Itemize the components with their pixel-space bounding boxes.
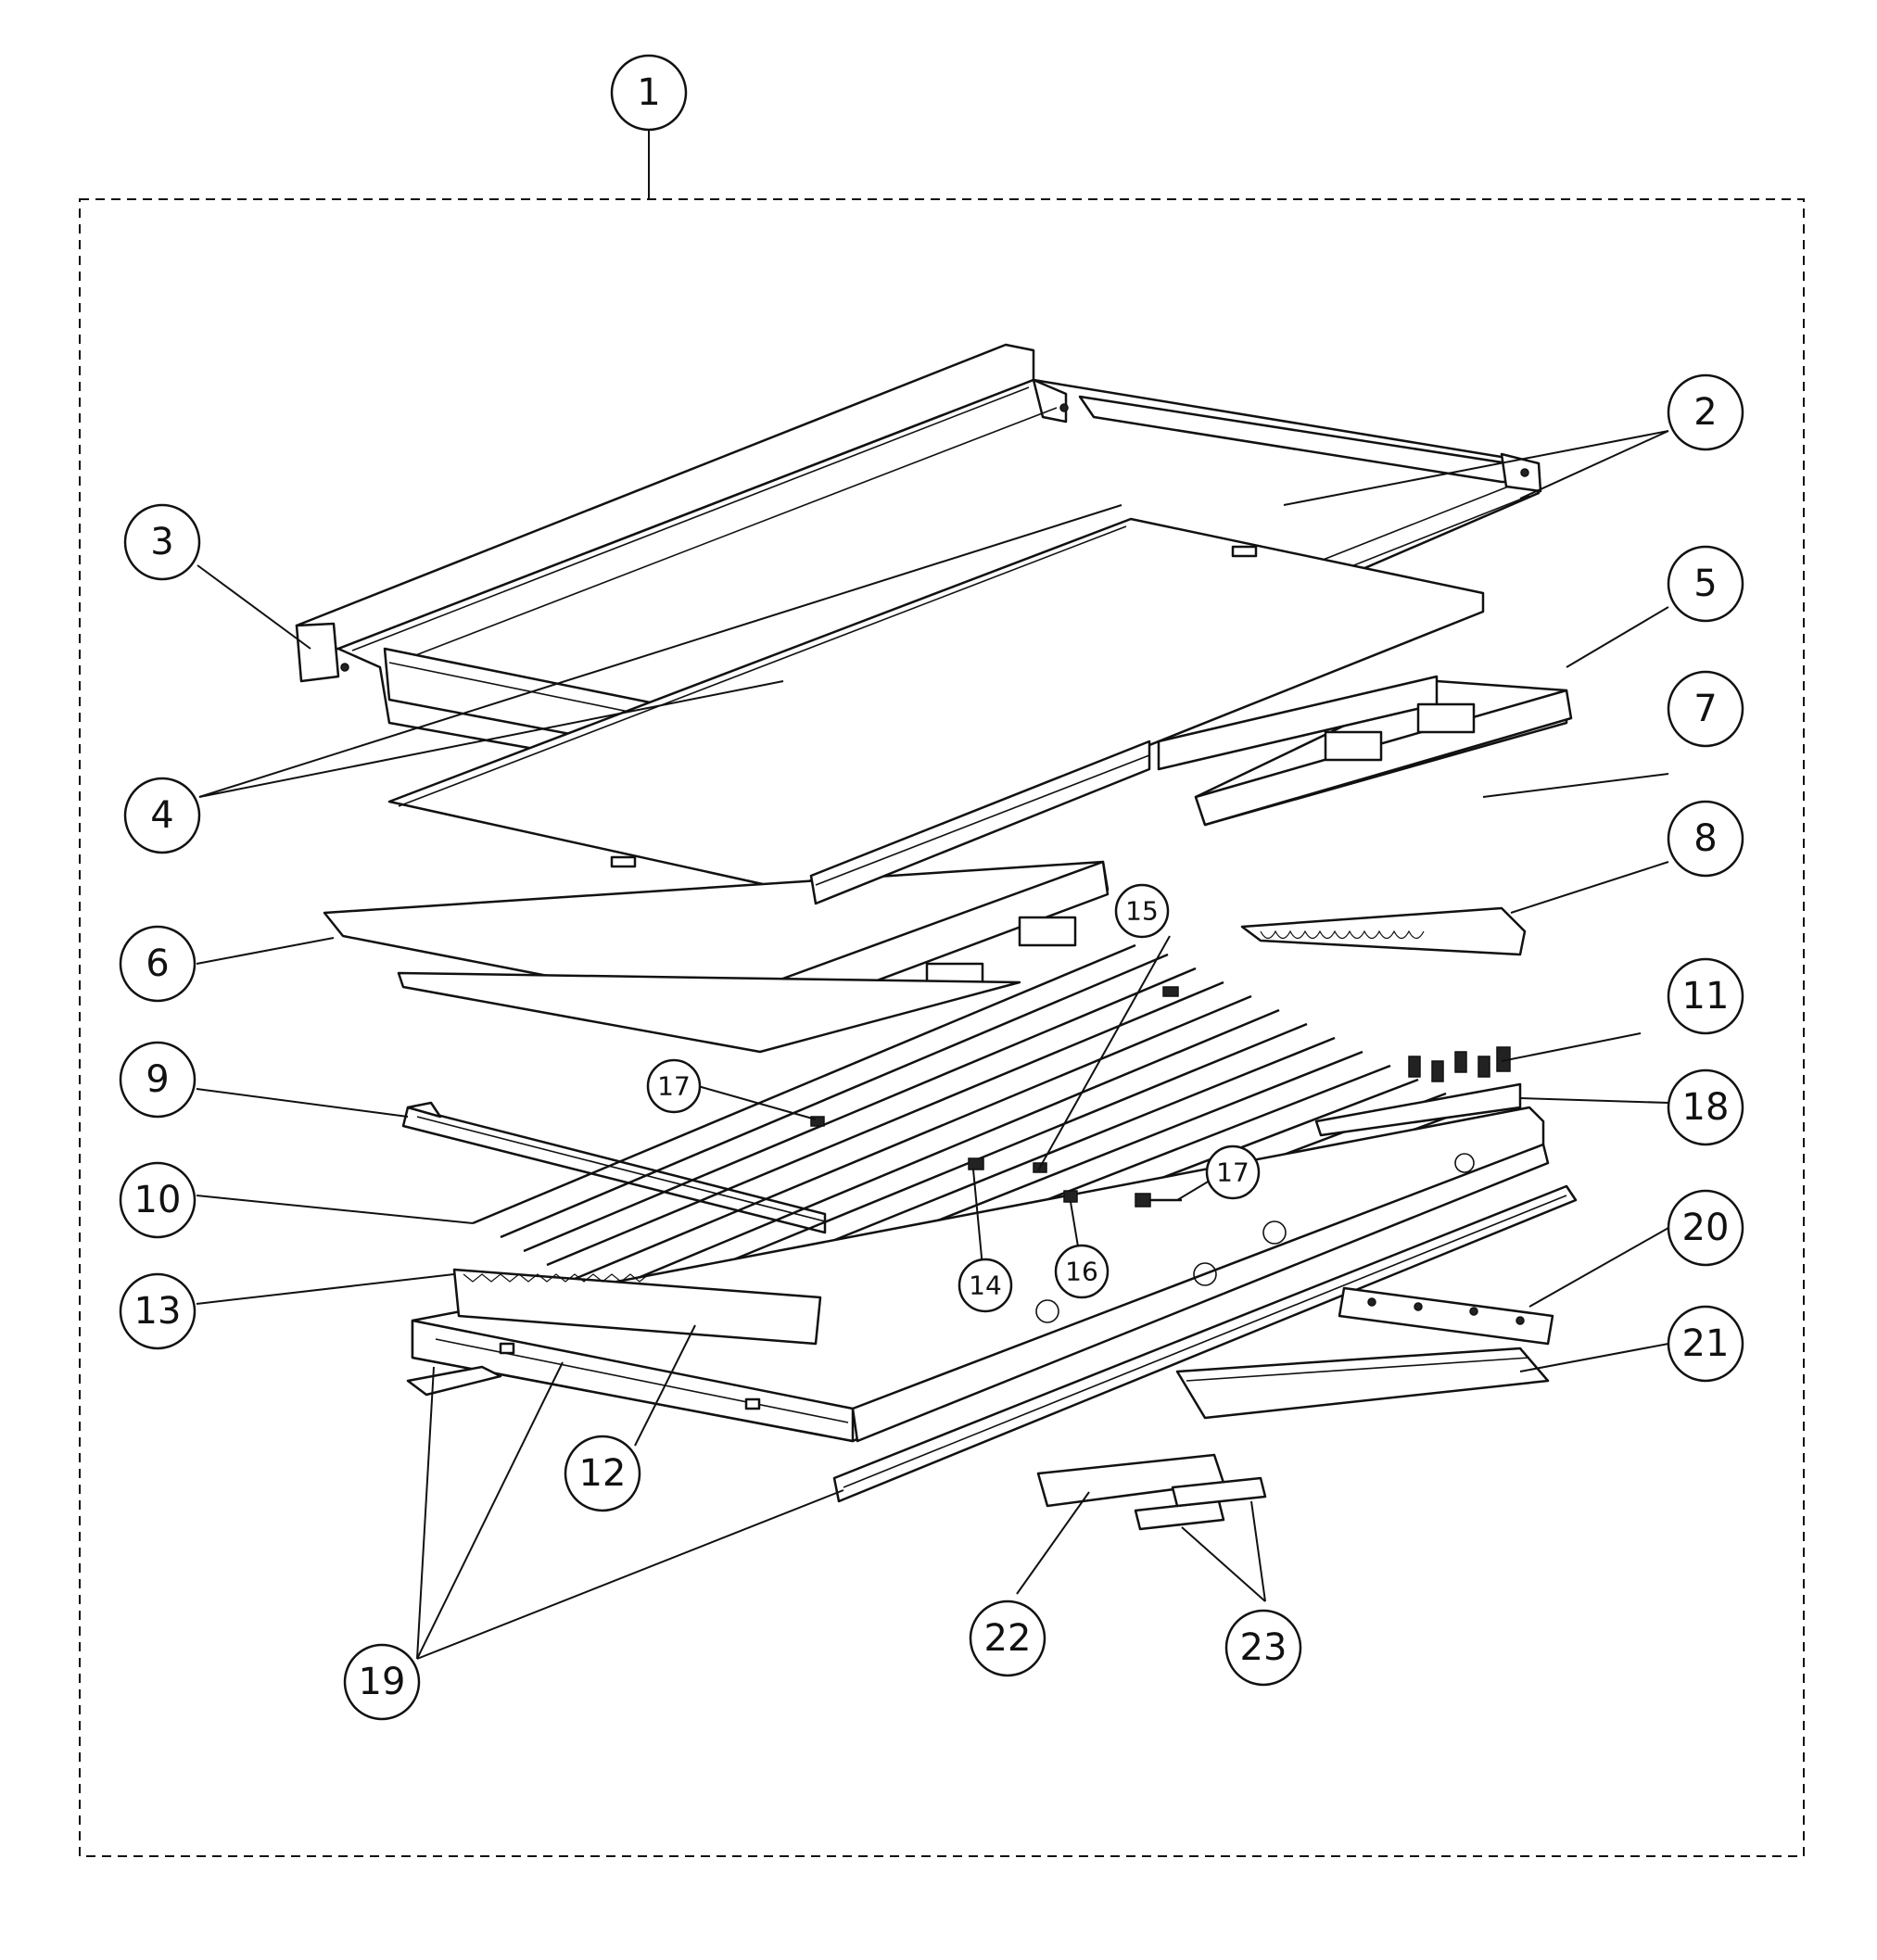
callout-18: 18	[1667, 1069, 1744, 1146]
callout-17-lower: 17	[1205, 1144, 1261, 1200]
svg-text:13: 13	[134, 1290, 182, 1333]
callout-3: 3	[123, 503, 201, 581]
callout-2: 2	[1667, 373, 1744, 451]
svg-text:8: 8	[1693, 817, 1717, 860]
middle-frame	[323, 675, 1573, 1054]
small-components	[810, 986, 1182, 1208]
svg-text:23: 23	[1240, 1626, 1287, 1669]
callout-7: 7	[1667, 670, 1744, 748]
callout-5: 5	[1667, 545, 1744, 623]
callout-10: 10	[119, 1161, 197, 1239]
svg-text:20: 20	[1682, 1207, 1730, 1249]
svg-text:12: 12	[579, 1452, 627, 1495]
svg-text:10: 10	[134, 1179, 182, 1221]
callout-16: 16	[1054, 1244, 1110, 1299]
mounting-brackets	[1134, 1476, 1267, 1531]
svg-text:22: 22	[984, 1617, 1032, 1660]
callout-21: 21	[1667, 1305, 1744, 1383]
callout-6: 6	[119, 925, 197, 1003]
callout-15: 15	[1114, 883, 1170, 939]
callouts: 1 2 3 4 5 6 7 8 9 10 11 12 13 14 15 16 1…	[119, 54, 1744, 1721]
control-board	[1338, 1286, 1554, 1346]
callout-23: 23	[1224, 1609, 1302, 1687]
callout-20: 20	[1667, 1189, 1744, 1267]
svg-text:18: 18	[1682, 1086, 1730, 1129]
svg-text:17: 17	[1216, 1157, 1249, 1188]
assembly-boundary	[79, 198, 1805, 1857]
callout-4: 4	[123, 777, 201, 854]
callout-1: 1	[610, 54, 688, 132]
callout-9: 9	[119, 1041, 197, 1119]
svg-text:21: 21	[1682, 1322, 1730, 1365]
svg-text:15: 15	[1125, 896, 1159, 927]
svg-text:7: 7	[1693, 688, 1717, 730]
callout-8: 8	[1667, 800, 1744, 878]
callout-14: 14	[958, 1258, 1013, 1313]
cover-plate	[1314, 1082, 1522, 1137]
callout-17-upper: 17	[646, 1058, 702, 1114]
svg-text:2: 2	[1693, 391, 1717, 434]
callout-13: 13	[119, 1272, 197, 1350]
diffuser-bracket	[1240, 906, 1527, 956]
top-rail	[401, 1101, 827, 1234]
svg-text:4: 4	[150, 794, 173, 837]
callout-12: 12	[564, 1435, 641, 1512]
svg-text:14: 14	[969, 1271, 1002, 1301]
callout-22: 22	[969, 1600, 1046, 1677]
bottom-rails	[406, 1184, 1578, 1503]
svg-text:17: 17	[657, 1071, 691, 1102]
parts-artwork	[295, 343, 1578, 1531]
svg-text:11: 11	[1682, 975, 1730, 1018]
callout-11: 11	[1667, 957, 1744, 1035]
leader-lines	[196, 130, 1669, 1660]
svg-text:3: 3	[150, 521, 173, 563]
svg-text:9: 9	[146, 1058, 169, 1101]
top-bezel-frame	[295, 343, 1542, 799]
svg-text:5: 5	[1693, 563, 1717, 605]
lamp-connectors	[1408, 1046, 1511, 1082]
callout-19: 19	[343, 1643, 421, 1721]
svg-text:19: 19	[359, 1661, 406, 1703]
svg-text:6: 6	[146, 942, 169, 985]
svg-text:1: 1	[637, 71, 660, 114]
front-glass-panel	[387, 517, 1485, 891]
power-board	[1175, 1347, 1550, 1420]
svg-text:16: 16	[1065, 1257, 1098, 1287]
